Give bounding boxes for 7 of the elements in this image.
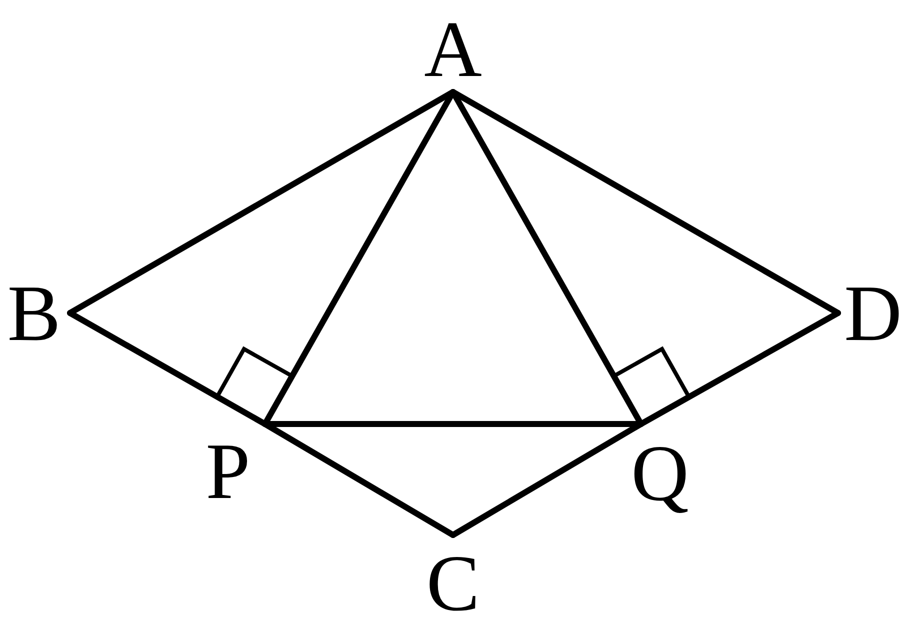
point-label: B — [0, 272, 68, 356]
point-label: P — [190, 430, 266, 514]
point-label: A — [413, 8, 493, 92]
point-label: C — [415, 542, 491, 626]
point-label: D — [838, 272, 908, 356]
line-segment — [262, 421, 644, 427]
point-label: Q — [612, 432, 708, 516]
